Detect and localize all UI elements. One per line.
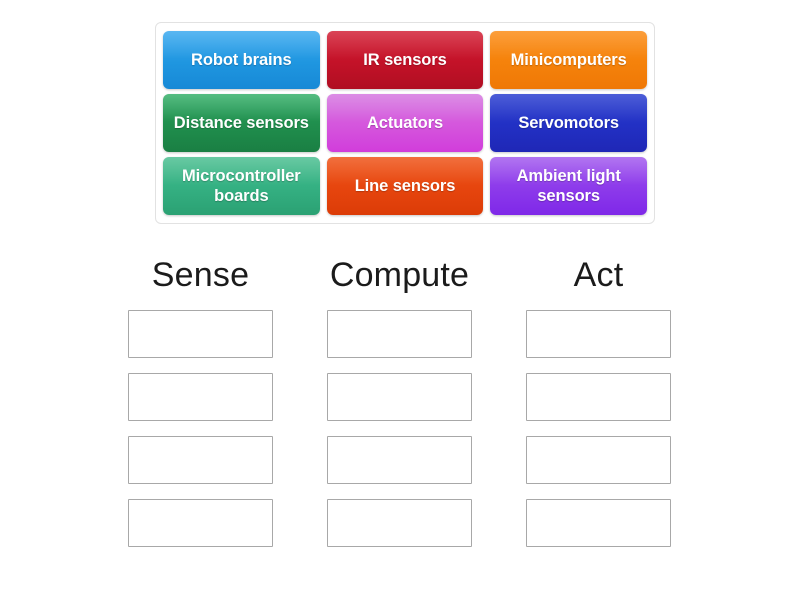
draggable-tile-tray: Robot brains IR sensors Minicomputers Di… (155, 22, 655, 224)
category-columns: Sense Compute Act (128, 258, 672, 547)
dropzone-act-2[interactable] (526, 373, 671, 421)
tile-label: Actuators (366, 113, 444, 132)
dropzone-compute-2[interactable] (327, 373, 472, 421)
category-title-compute: Compute (329, 256, 470, 294)
tile-label: Distance sensors (173, 113, 309, 132)
dropzone-act-1[interactable] (526, 310, 671, 358)
tile-label: Robot brains (191, 50, 292, 69)
category-column-act: Act (526, 258, 671, 547)
tile-label: Servomotors (518, 113, 619, 132)
draggable-tile-ambient-light-sensors[interactable]: Ambient light sensors (490, 157, 647, 215)
dropzone-compute-3[interactable] (327, 436, 472, 484)
tile-label: Minicomputers (510, 50, 627, 69)
dropzone-compute-4[interactable] (327, 499, 472, 547)
draggable-tile-servomotors[interactable]: Servomotors (490, 94, 647, 152)
tile-label: IR sensors (363, 50, 447, 69)
draggable-tile-robot-brains[interactable]: Robot brains (163, 31, 320, 89)
category-title-sense: Sense (151, 256, 250, 294)
category-column-sense: Sense (128, 258, 273, 547)
dropzone-compute-1[interactable] (327, 310, 472, 358)
draggable-tile-minicomputers[interactable]: Minicomputers (490, 31, 647, 89)
dropzone-act-3[interactable] (526, 436, 671, 484)
category-title-act: Act (573, 256, 624, 294)
dropzone-sense-4[interactable] (128, 499, 273, 547)
draggable-tile-ir-sensors[interactable]: IR sensors (326, 31, 484, 89)
category-column-compute: Compute (327, 258, 472, 547)
tile-grid: Robot brains IR sensors Minicomputers Di… (163, 31, 647, 215)
tile-label: Ambient light sensors (516, 166, 621, 205)
dropzone-sense-2[interactable] (128, 373, 273, 421)
dropzone-sense-3[interactable] (128, 436, 273, 484)
draggable-tile-microcontroller-boards[interactable]: Microcontroller boards (163, 157, 320, 215)
draggable-tile-line-sensors[interactable]: Line sensors (326, 157, 484, 215)
tile-label: Line sensors (354, 176, 456, 195)
draggable-tile-distance-sensors[interactable]: Distance sensors (163, 94, 320, 152)
dropzone-sense-1[interactable] (128, 310, 273, 358)
draggable-tile-actuators[interactable]: Actuators (326, 94, 484, 152)
tile-label: Microcontroller boards (182, 166, 301, 205)
dropzone-act-4[interactable] (526, 499, 671, 547)
